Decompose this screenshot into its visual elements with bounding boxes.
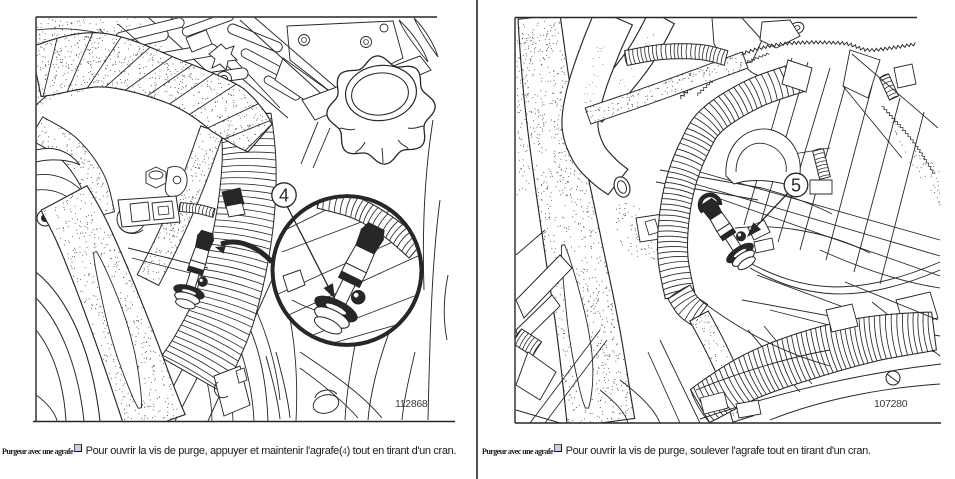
svg-text:4: 4 [279,186,289,206]
svg-text:5: 5 [791,176,801,196]
